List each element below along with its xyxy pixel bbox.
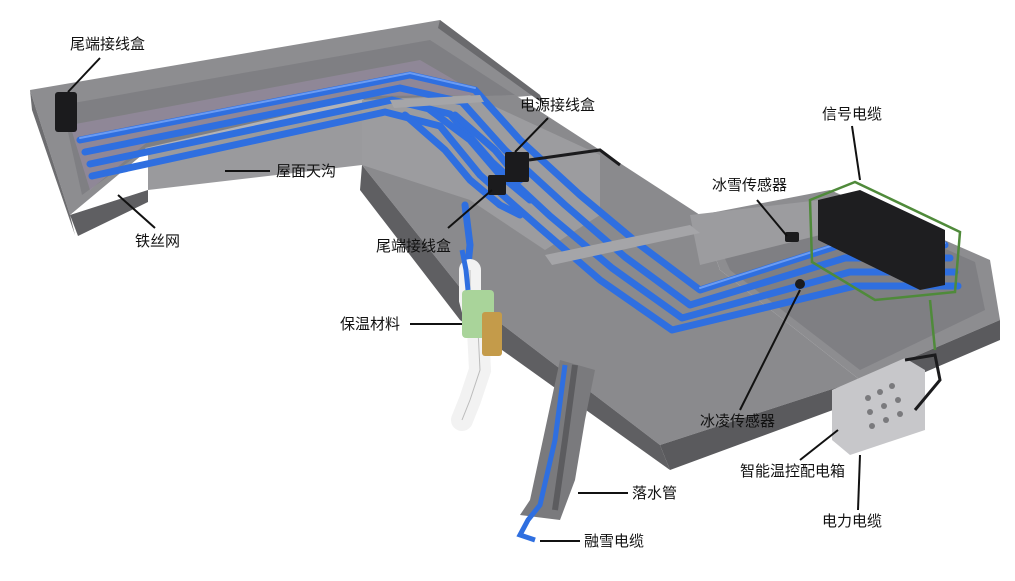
vent-dot	[881, 403, 887, 409]
control-box-vents	[865, 383, 903, 429]
vent-dot	[897, 411, 903, 417]
snow-sensor-shape	[785, 232, 799, 242]
cable-run	[426, 106, 534, 204]
insulation-tan-wrap	[482, 312, 502, 356]
label-smart-control-box: 智能温控配电箱	[740, 462, 846, 480]
signal-cable-box	[818, 190, 945, 290]
vent-dot	[867, 409, 873, 415]
label-wire-mesh: 铁丝网	[135, 232, 181, 250]
gutter-left-inner-wall	[148, 100, 362, 190]
vent-dot	[895, 397, 901, 403]
vent-dot	[865, 395, 871, 401]
smart-control-box-shape	[832, 358, 925, 455]
label-power-cable: 电力电缆	[822, 512, 883, 530]
power-junction-box-shape	[505, 152, 529, 182]
label-signal-cable: 信号电缆	[822, 105, 883, 123]
pipe-blue-cable	[459, 249, 471, 291]
vent-dot	[869, 423, 875, 429]
label-insulation-material: 保温材料	[340, 315, 401, 333]
main-downpipe-shadow	[552, 364, 578, 511]
label-downpipe: 落水管	[632, 484, 678, 502]
label-power-junction-box: 电源接线盒	[520, 96, 596, 114]
tail-junction-box-top-shape	[55, 92, 77, 132]
cable-run	[401, 111, 524, 219]
downpipe-snow-cable	[516, 364, 568, 543]
signal-cable-loop	[808, 180, 962, 302]
vent-dot	[889, 383, 895, 389]
leader-ice-sensor	[739, 289, 801, 411]
leader-lines	[67, 57, 861, 542]
vent-dot	[883, 417, 889, 423]
leader-tail-box-top	[67, 57, 101, 93]
leader-signal-cable	[851, 125, 861, 181]
gutter-mid-outer-face	[360, 165, 670, 470]
leader-power-box	[514, 117, 549, 153]
label-snow-sensor: 冰雪传感器	[712, 176, 788, 194]
power-junction-cable	[528, 148, 621, 167]
vent-dot	[877, 389, 883, 395]
power-cable-line	[904, 353, 942, 411]
cable-highlight	[79, 71, 476, 139]
tail-junction-box-middle-shape	[488, 175, 506, 195]
label-ice-sensor: 冰凌传感器	[700, 412, 776, 430]
gutter-far-face	[438, 20, 545, 105]
leader-snow-sensor	[756, 199, 788, 237]
label-roof-gutter: 屋面天沟	[276, 162, 337, 180]
gutter-left-front-face	[30, 90, 75, 235]
leader-tail-box-middle	[447, 189, 493, 229]
cable-run	[461, 201, 474, 269]
gutter-left-outer-face	[70, 190, 148, 236]
label-tail-junction-box-top: 尾端接线盒	[70, 35, 146, 53]
ice-sensor-shape	[795, 279, 805, 289]
cable-run	[81, 84, 954, 309]
label-snow-melt-cable: 融雪电缆	[584, 532, 645, 550]
leader-wire-mesh	[117, 194, 156, 229]
leader-control-box	[799, 429, 839, 461]
label-tail-junction-box-middle: 尾端接线盒	[376, 237, 452, 255]
signal-cable-down	[928, 299, 937, 351]
leader-power-cable	[857, 454, 861, 511]
cable-clamp-bar	[390, 95, 484, 108]
gutter-right-inner-wall	[690, 200, 820, 265]
cable-clamp-bar	[545, 225, 700, 265]
cable-run	[76, 71, 949, 294]
